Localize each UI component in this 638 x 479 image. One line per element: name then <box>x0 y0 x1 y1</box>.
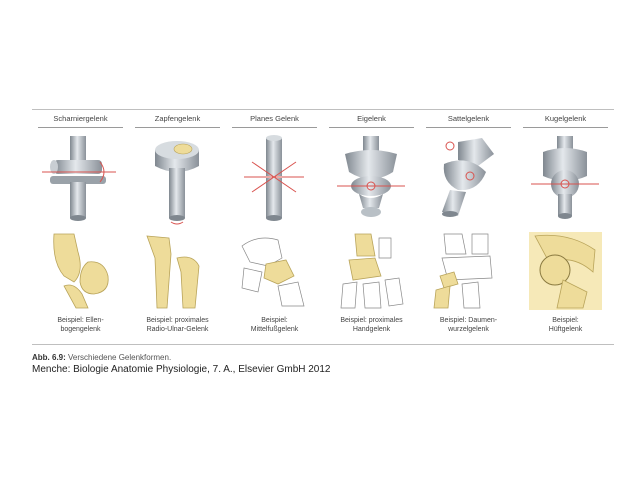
joint-caption: Beispiel: Mittelfußgelenk <box>228 316 321 334</box>
figure-caption-label: Abb. 6.9: <box>32 353 66 362</box>
joint-title: Sattelgelenk <box>426 113 511 128</box>
caption-line: Beispiel: <box>519 316 612 325</box>
caption-line: Beispiel: proximales <box>131 316 224 325</box>
joint-column-ellipsoid: Eigelenk Beispiel: proximales Handgelenk <box>323 110 420 344</box>
plane-joint-icon <box>234 132 315 228</box>
joint-column-hinge: Scharniergelenk Beispiel: Ellen- bogenge… <box>32 110 129 344</box>
joint-title: Kugelgelenk <box>523 113 608 128</box>
caption-line: Beispiel: Daumen- <box>422 316 515 325</box>
joint-caption: Beispiel: Ellen- bogengelenk <box>34 316 127 334</box>
joint-column-ball: Kugelgelenk Beispiel: Hüftgelenk <box>517 110 614 344</box>
ball-joint-icon <box>525 132 606 228</box>
caption-line: Mittelfußgelenk <box>228 325 321 334</box>
ellipsoid-joint-icon <box>331 132 412 228</box>
caption-line: bogengelenk <box>34 325 127 334</box>
joint-title: Eigelenk <box>329 113 414 128</box>
caption-line: Handgelenk <box>325 325 418 334</box>
joint-caption: Beispiel: proximales Handgelenk <box>325 316 418 334</box>
source-citation: Menche: Biologie Anatomie Physiologie, 7… <box>32 364 331 375</box>
thumb-bone-illustration <box>432 232 505 310</box>
caption-line: Beispiel: proximales <box>325 316 418 325</box>
saddle-joint-icon <box>428 132 509 228</box>
figure-caption-text: Verschiedene Gelenkformen. <box>66 353 171 362</box>
elbow-bone-illustration <box>44 232 117 310</box>
foot-bone-illustration <box>238 232 311 310</box>
caption-line: Hüftgelenk <box>519 325 612 334</box>
joint-column-plane: Planes Gelenk Beispiel: Mittelfußgelenk <box>226 110 323 344</box>
caption-line: Beispiel: <box>228 316 321 325</box>
radius-ulna-bone-illustration <box>141 232 214 310</box>
hip-bone-illustration <box>529 232 602 310</box>
caption-line: Beispiel: Ellen- <box>34 316 127 325</box>
joint-column-pivot: Zapfengelenk Beispiel: proximales Radio-… <box>129 110 226 344</box>
joint-title: Scharniergelenk <box>38 113 123 128</box>
joint-caption: Beispiel: Hüftgelenk <box>519 316 612 334</box>
pivot-joint-icon <box>137 132 218 228</box>
caption-line: wurzelgelenk <box>422 325 515 334</box>
hinge-joint-icon <box>40 132 121 228</box>
caption-line: Radio-Ulnar-Gelenk <box>131 325 224 334</box>
figure-caption: Abb. 6.9: Verschiedene Gelenkformen. <box>32 353 171 362</box>
bottom-rule <box>32 344 614 345</box>
wrist-bone-illustration <box>335 232 408 310</box>
joint-title: Zapfengelenk <box>135 113 220 128</box>
joint-column-saddle: Sattelgelenk Beispiel: Daumen- wurzelgel… <box>420 110 517 344</box>
joint-title: Planes Gelenk <box>232 113 317 128</box>
joint-caption: Beispiel: Daumen- wurzelgelenk <box>422 316 515 334</box>
joint-caption: Beispiel: proximales Radio-Ulnar-Gelenk <box>131 316 224 334</box>
